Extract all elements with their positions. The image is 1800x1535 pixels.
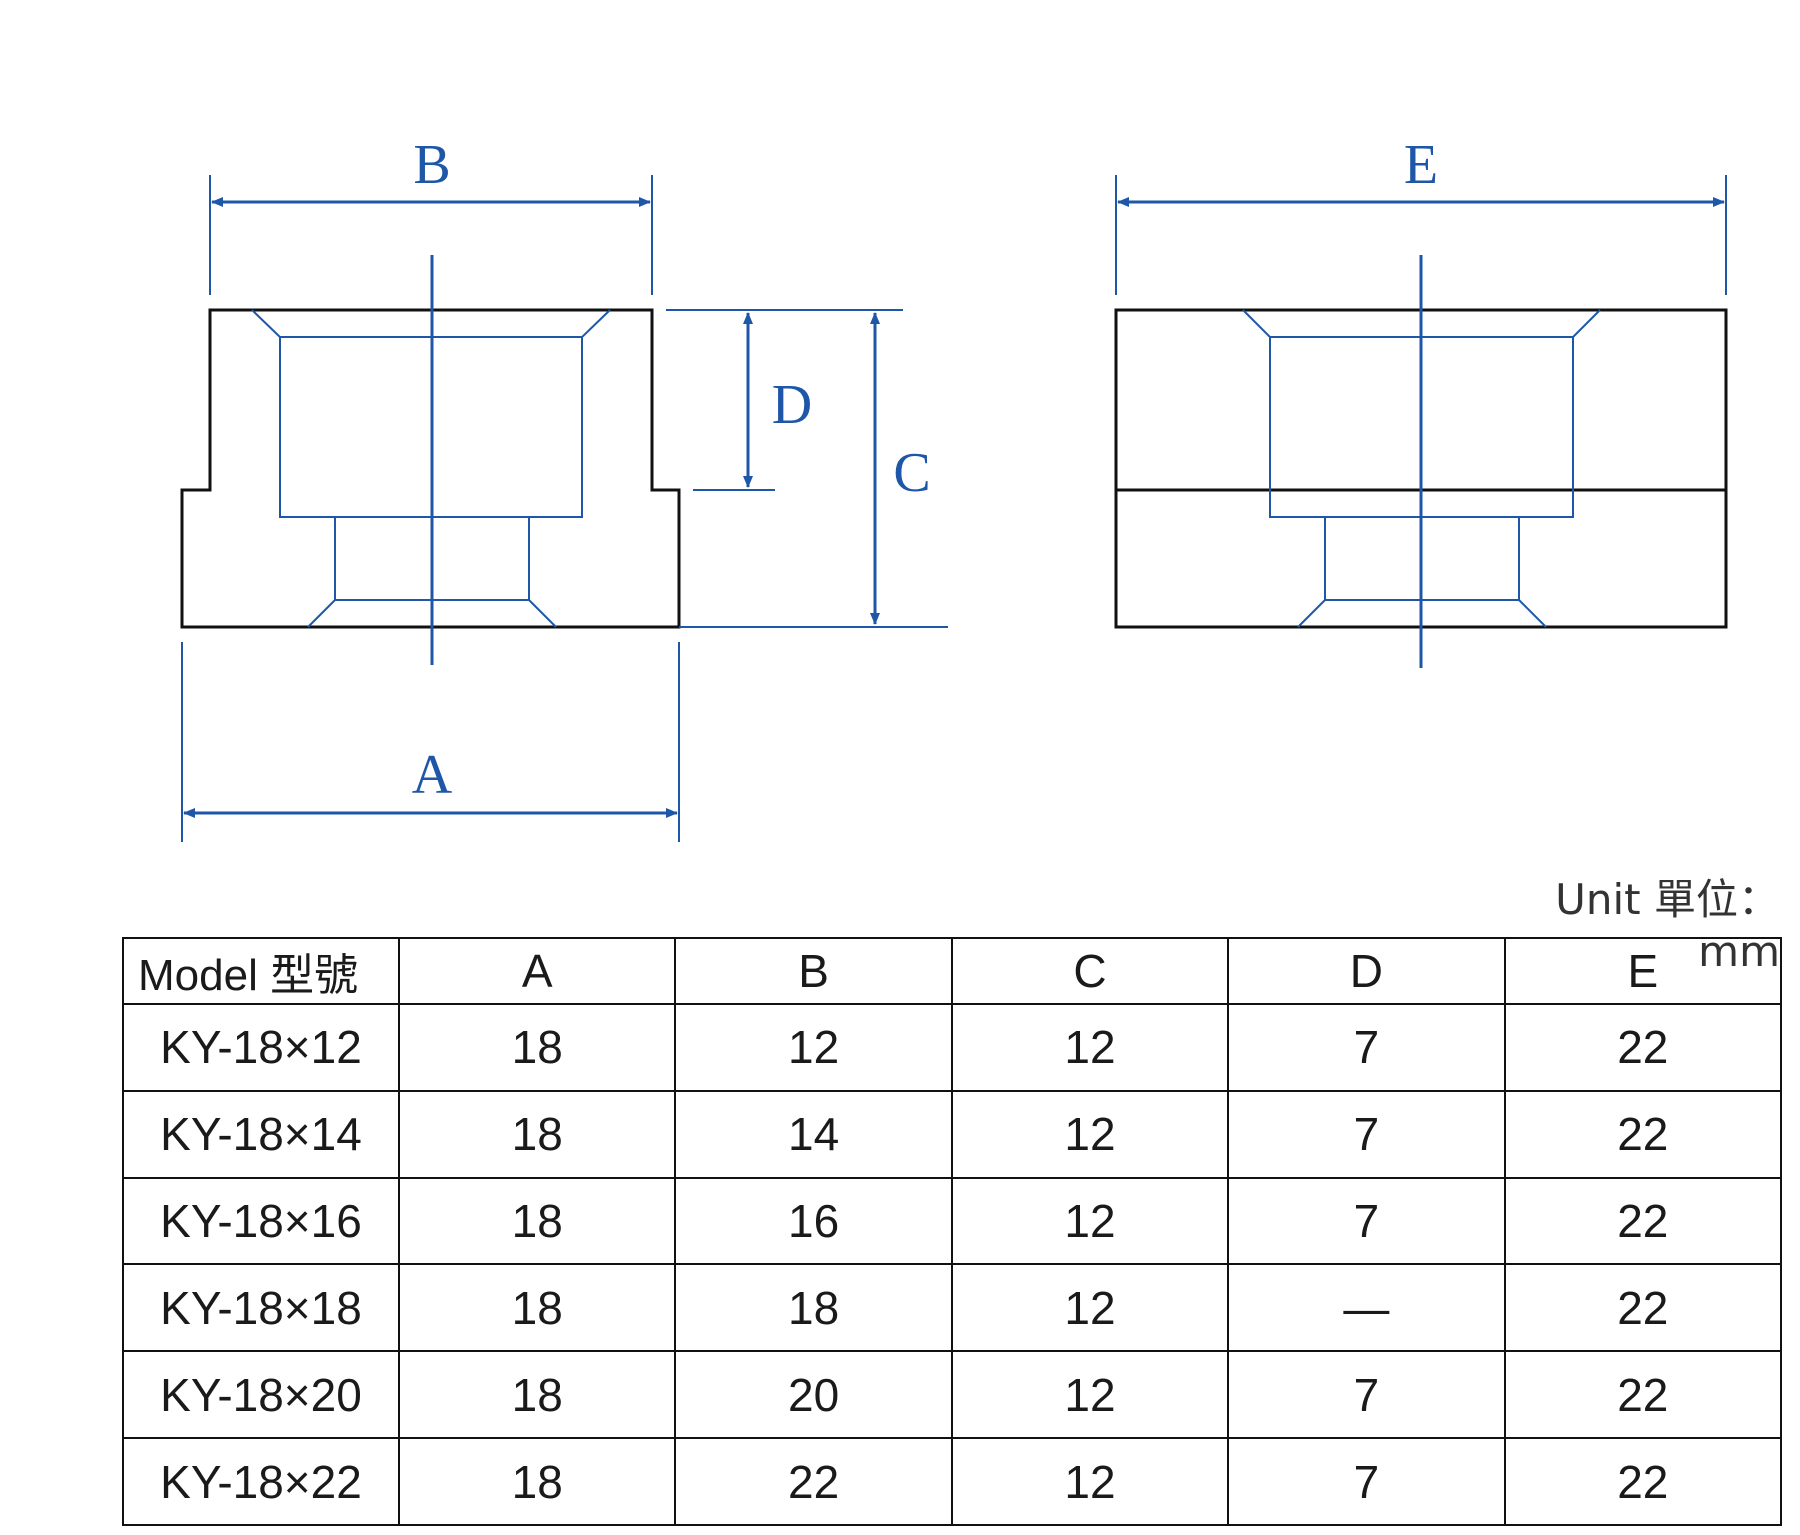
header-b: B — [674, 937, 953, 1005]
left-view: B A D C — [180, 134, 948, 842]
cell-d: 7 — [1227, 1176, 1506, 1266]
cell-model: KY-18×18 — [122, 1263, 400, 1353]
dim-b-label: B — [413, 134, 450, 196]
unit-label: Unit 單位：mm — [1555, 875, 1780, 976]
cell-b: 16 — [674, 1176, 953, 1266]
cell-a: 18 — [397, 1089, 677, 1179]
dim-c-label: C — [893, 442, 930, 504]
header-d: D — [1227, 937, 1506, 1005]
cell-e: 22 — [1503, 1089, 1783, 1179]
table-row: KY-18×18 18 18 12 — 22 — [122, 1263, 1783, 1353]
cell-d: 7 — [1227, 1089, 1506, 1179]
table-row: KY-18×12 18 12 12 7 22 — [122, 1003, 1783, 1092]
cell-a: 18 — [397, 1176, 677, 1266]
cell-c: 12 — [950, 1350, 1230, 1440]
cell-a: 18 — [397, 1437, 677, 1526]
cell-a: 18 — [397, 1003, 677, 1092]
cell-d: 7 — [1227, 1003, 1506, 1092]
table-row: KY-18×16 18 16 12 7 22 — [122, 1176, 1783, 1266]
cell-e: 22 — [1503, 1350, 1783, 1440]
cell-d: 7 — [1227, 1437, 1506, 1526]
dim-e-label: E — [1404, 134, 1438, 196]
header-e: E — [1503, 937, 1783, 1005]
right-view: E — [1114, 134, 1728, 668]
spec-table: Model 型號 A B C D E KY-18×12 18 12 12 7 2… — [122, 937, 1783, 1526]
cell-model: KY-18×12 — [122, 1003, 400, 1092]
cell-model: KY-18×14 — [122, 1089, 400, 1179]
cell-e: 22 — [1503, 1176, 1783, 1266]
cell-a: 18 — [397, 1350, 677, 1440]
cell-b: 22 — [674, 1437, 953, 1526]
header-model: Model 型號 — [122, 937, 400, 1005]
cell-c: 12 — [950, 1089, 1230, 1179]
table-header-row: Model 型號 A B C D E — [122, 937, 1783, 1005]
cell-c: 12 — [950, 1176, 1230, 1266]
table-row: KY-18×20 18 20 12 7 22 — [122, 1350, 1783, 1440]
dim-d-label: D — [772, 374, 812, 436]
table-row: KY-18×14 18 14 12 7 22 — [122, 1089, 1783, 1179]
cell-b: 12 — [674, 1003, 953, 1092]
cell-model: KY-18×16 — [122, 1176, 400, 1266]
header-c: C — [950, 937, 1230, 1005]
cell-c: 12 — [950, 1003, 1230, 1092]
cell-b: 20 — [674, 1350, 953, 1440]
cell-e: 22 — [1503, 1003, 1783, 1092]
cell-e: 22 — [1503, 1437, 1783, 1526]
cell-b: 14 — [674, 1089, 953, 1179]
cell-c: 12 — [950, 1437, 1230, 1526]
dim-a-label: A — [412, 744, 453, 806]
cell-a: 18 — [397, 1263, 677, 1353]
cell-model: KY-18×22 — [122, 1437, 400, 1526]
cell-b: 18 — [674, 1263, 953, 1353]
cell-model: KY-18×20 — [122, 1350, 400, 1440]
cell-c: 12 — [950, 1263, 1230, 1353]
table-row: KY-18×22 18 22 12 7 22 — [122, 1437, 1783, 1526]
cell-e: 22 — [1503, 1263, 1783, 1353]
cell-d: 7 — [1227, 1350, 1506, 1440]
header-a: A — [397, 937, 677, 1005]
cell-d: — — [1227, 1263, 1506, 1353]
technical-drawing: B A D C E — [180, 134, 1728, 842]
